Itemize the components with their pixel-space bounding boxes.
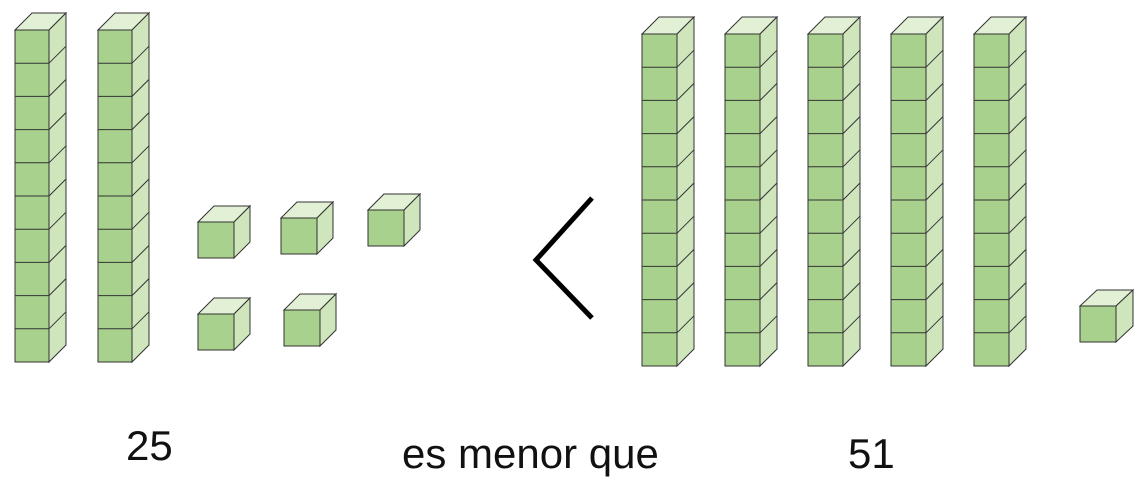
unit-cube [1078,288,1135,344]
ten-rod [96,11,151,364]
unit-cube [282,292,338,348]
comparison-text: es menor que [402,430,659,477]
ten-rod [972,15,1028,368]
ten-rod [640,15,696,368]
ten-rod [723,15,779,368]
unit-cube [196,204,252,260]
left-number-label: 25 [126,422,173,469]
ten-rod [13,11,68,364]
unit-cube [366,192,422,248]
unit-cube [196,296,252,352]
ten-rod [806,15,862,368]
unit-cube [279,200,335,256]
right-number-label: 51 [848,430,895,477]
ten-rod [889,15,945,368]
less-than-symbol [532,196,594,320]
